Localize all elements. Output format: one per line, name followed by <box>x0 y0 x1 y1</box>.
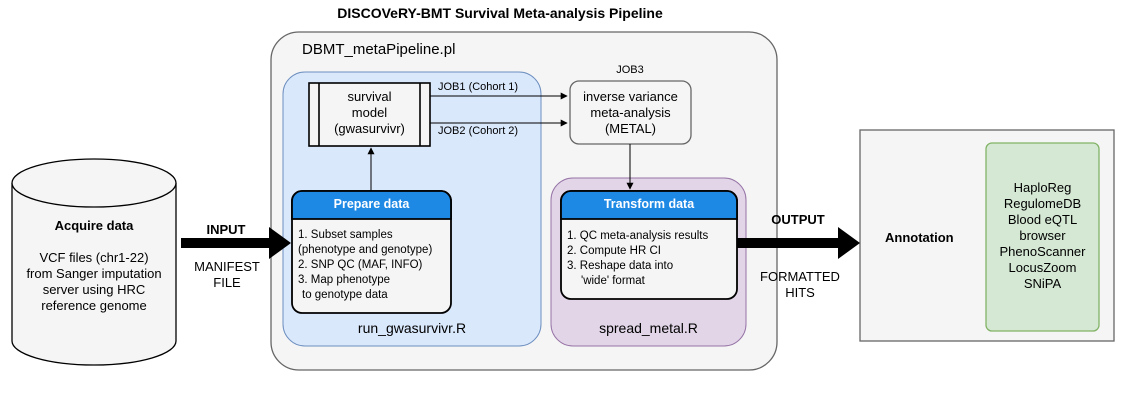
main-pipeline-label: DBMT_metaPipeline.pl <box>302 41 456 58</box>
page-title: DISCOVeRY-BMT Survival Meta-analysis Pip… <box>337 5 663 21</box>
acquire-data-description: VCF files (chr1-22) from Sanger imputati… <box>12 250 176 314</box>
prepare-step: to genotype data <box>302 289 388 301</box>
prepare-step: 1. Subset samples <box>298 229 393 241</box>
job2-label: JOB2 (Cohort 2) <box>438 125 519 137</box>
output-flow-arrow <box>737 227 860 259</box>
spread-metal-label: spread_metal.R <box>599 320 698 336</box>
annotation-tools-box <box>985 142 1100 332</box>
input-label: INPUT <box>206 222 246 237</box>
output-sublabel-line: HITS <box>785 285 815 300</box>
transform-step: 'wide' format <box>581 275 645 287</box>
metal-line: (METAL) <box>604 121 657 136</box>
transform-data-header: Transform data <box>603 197 695 211</box>
input-sublabel-line: FILE <box>213 275 241 290</box>
acquire-line: server using HRC <box>42 282 146 297</box>
acquire-data-cylinder <box>11 158 177 366</box>
prepare-step: (phenotype and genotype) <box>298 244 433 256</box>
output-sublabel-line: FORMATTED <box>760 269 840 284</box>
annotation-tool: HaploReg <box>1013 180 1072 195</box>
annotation-tool: PhenoScanner <box>999 244 1086 259</box>
input-sublabel-line: MANIFEST <box>194 259 260 274</box>
job3-label: JOB3 <box>616 64 644 76</box>
metal-line: inverse variance <box>583 89 678 104</box>
model-line: survival <box>347 89 392 104</box>
prepare-data-steps: 1. Subset samples (phenotype and genotyp… <box>298 228 450 303</box>
input-flow-arrow <box>181 227 291 259</box>
transform-data-steps: 1. QC meta-analysis results 2. Compute H… <box>567 229 735 289</box>
metal-text: inverse variance meta-analysis (METAL) <box>570 89 691 137</box>
annotation-tool: SNiPA <box>1023 276 1062 291</box>
model-line: model <box>351 105 388 120</box>
prepare-step: 2. SNP QC (MAF, INFO) <box>298 259 423 271</box>
input-sublabel: MANIFEST FILE <box>186 259 268 291</box>
annotation-tool: RegulomeDB <box>1003 196 1082 211</box>
job1-label: JOB1 (Cohort 1) <box>438 81 519 93</box>
prepare-data-header: Prepare data <box>333 197 410 211</box>
transform-data-box <box>560 190 738 300</box>
acquire-line: VCF files (chr1-22) <box>39 250 149 265</box>
output-label: OUTPUT <box>771 212 825 227</box>
output-sublabel: FORMATTED HITS <box>754 269 846 301</box>
annotation-title: Annotation <box>885 230 954 245</box>
acquire-line: from Sanger imputation <box>26 266 162 281</box>
prepare-data-box <box>291 190 452 314</box>
annotation-tool: Blood eQTL <box>1007 212 1078 227</box>
acquire-data-title: Acquire data <box>54 218 134 233</box>
annotation-tools-list: HaploReg RegulomeDB Blood eQTL browser P… <box>986 180 1099 292</box>
annotation-tool: browser <box>1019 228 1066 243</box>
transform-step: 3. Reshape data into <box>567 260 674 272</box>
run-gwasurvivr-label: run_gwasurvivr.R <box>357 320 467 336</box>
prepare-step: 3. Map phenotype <box>298 274 391 286</box>
metal-line: meta-analysis <box>590 105 671 120</box>
model-line: (gwasurvivr) <box>334 121 405 136</box>
transform-step: 2. Compute HR CI <box>567 245 661 257</box>
annotation-tool: LocusZoom <box>1008 260 1077 275</box>
survival-model-box <box>308 82 431 147</box>
transform-step: 1. QC meta-analysis results <box>567 230 709 242</box>
acquire-line: reference genome <box>41 298 147 313</box>
survival-model-text: survival model (gwasurvivr) <box>319 89 420 137</box>
